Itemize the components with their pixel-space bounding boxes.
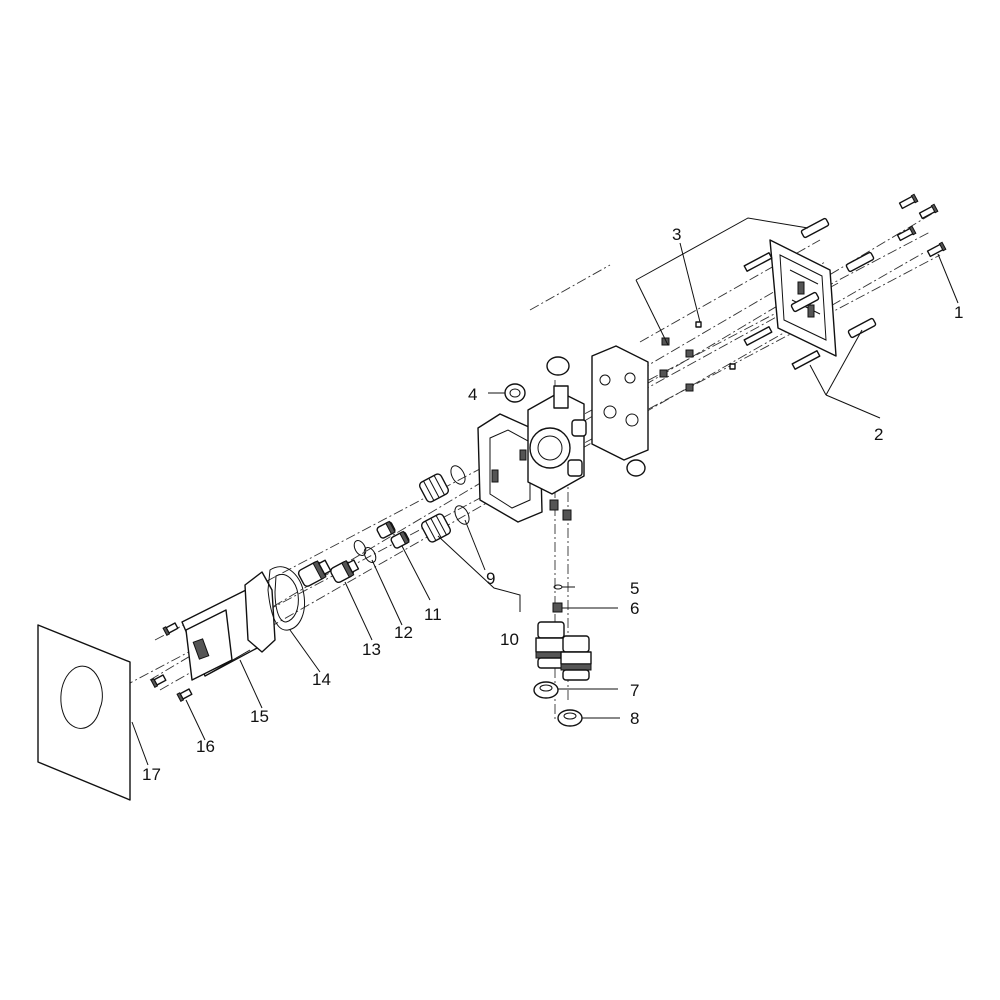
lower-fittings bbox=[533, 499, 592, 727]
callout-17: 17 bbox=[142, 765, 161, 784]
cover-screws bbox=[150, 622, 193, 702]
callout-14: 14 bbox=[312, 670, 331, 689]
callout-8: 8 bbox=[630, 709, 639, 728]
gasket-frame bbox=[244, 566, 305, 653]
callout-10: 10 bbox=[500, 630, 519, 649]
callout-4: 4 bbox=[468, 385, 477, 404]
callout-11: 11 bbox=[424, 605, 442, 624]
callout-1: 1 bbox=[954, 303, 963, 322]
callout-7: 7 bbox=[630, 681, 639, 700]
callout-9: 9 bbox=[486, 569, 495, 588]
threaded-inserts bbox=[418, 473, 452, 543]
wall-screws bbox=[896, 193, 947, 258]
callout-labels: 1 2 3 4 5 6 7 8 9 10 11 12 13 14 15 16 1… bbox=[142, 225, 963, 784]
rear-block bbox=[591, 345, 649, 477]
callout-5: 5 bbox=[630, 579, 639, 598]
washer-set bbox=[659, 321, 736, 392]
cap-4 bbox=[504, 383, 526, 403]
callout-12: 12 bbox=[394, 623, 413, 642]
callout-2: 2 bbox=[874, 425, 883, 444]
callout-6: 6 bbox=[630, 599, 639, 618]
small-cartridges bbox=[376, 520, 410, 549]
wall-plate bbox=[37, 624, 131, 801]
callout-3: 3 bbox=[672, 225, 681, 244]
callout-16: 16 bbox=[196, 737, 215, 756]
leader-lines bbox=[131, 217, 959, 766]
wall-anchors bbox=[743, 217, 877, 370]
callout-13: 13 bbox=[362, 640, 381, 659]
front-housing bbox=[477, 413, 543, 523]
fitting-right bbox=[560, 635, 592, 681]
callout-15: 15 bbox=[250, 707, 269, 726]
valve-body bbox=[527, 356, 587, 495]
cartridge-pair bbox=[297, 559, 360, 587]
o-rings-12 bbox=[353, 540, 377, 563]
